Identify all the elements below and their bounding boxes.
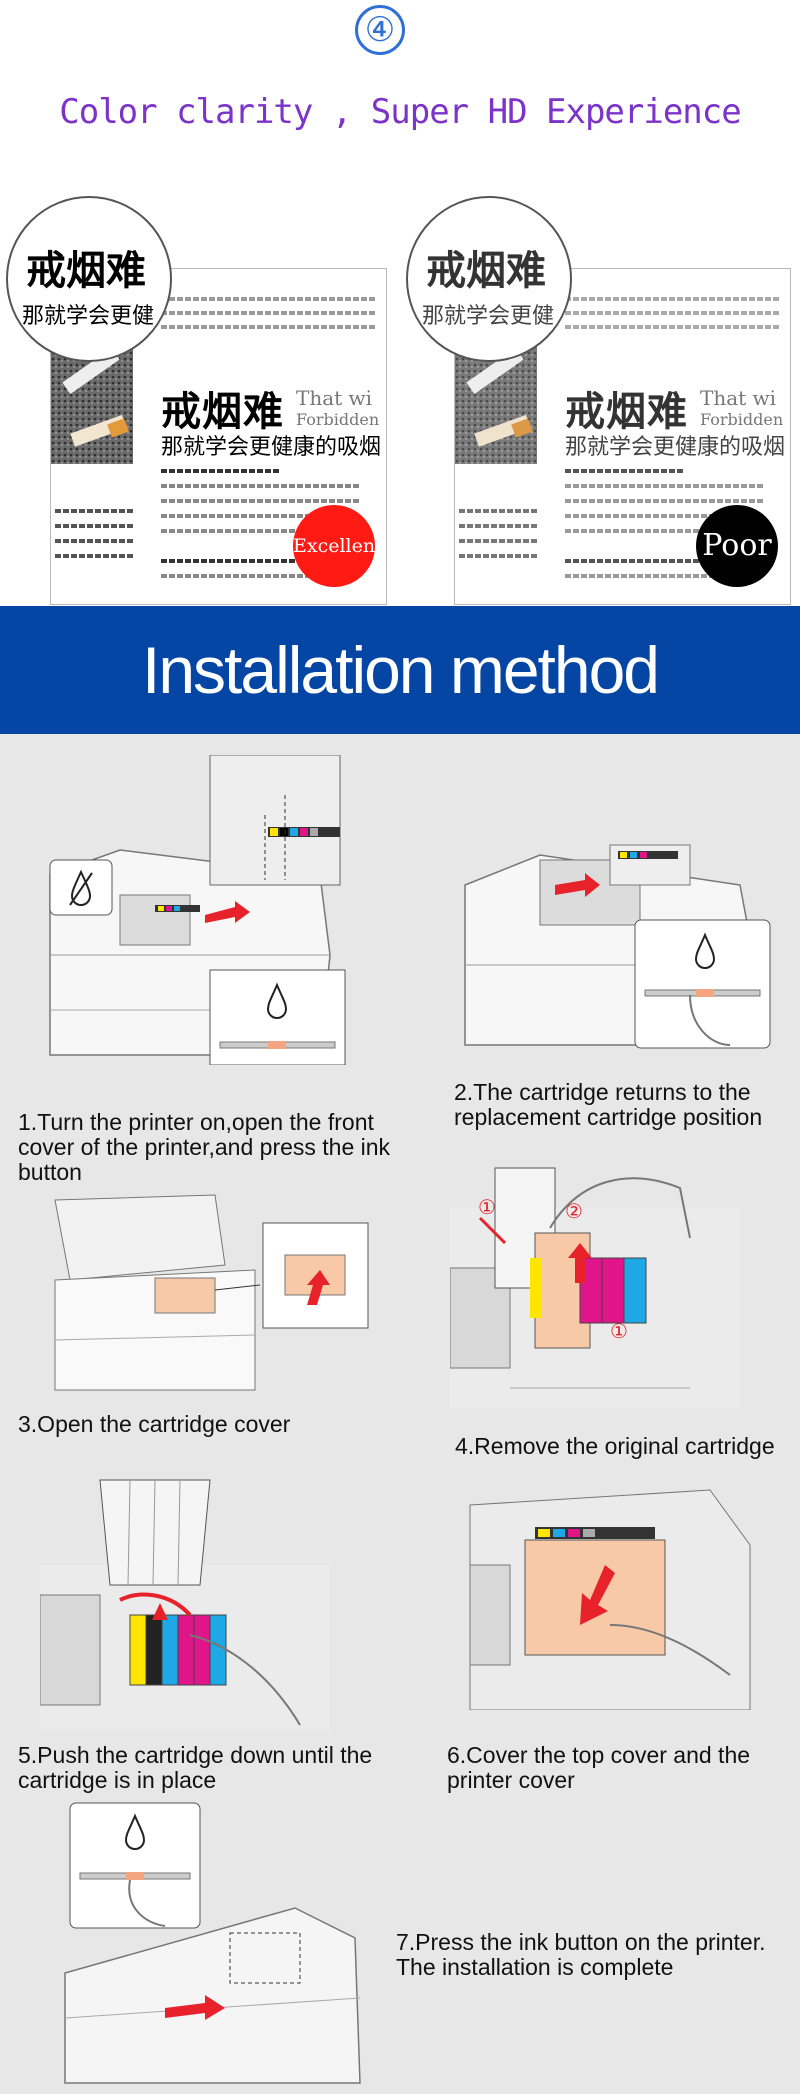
text-line: [161, 529, 311, 533]
sample-side-text-2: Forbidden: [700, 410, 784, 429]
callout-two-icon: ②: [565, 1199, 583, 1223]
circled-four-icon: ④: [355, 5, 405, 55]
callout-one-icon: ①: [610, 1319, 628, 1343]
red-arrow-icon: [165, 1995, 225, 2020]
text-line: [459, 509, 539, 513]
red-arrow-icon: [580, 1565, 615, 1625]
text-line: [565, 514, 765, 518]
step-6-caption: 6.Cover the top cover and the printer co…: [447, 1742, 751, 1793]
text-line: [161, 469, 281, 473]
text-line: [55, 509, 135, 513]
red-arrow-icon: [119, 1592, 192, 1617]
red-arrow-icon: [568, 1243, 592, 1283]
excellent-badge: Excellent: [293, 505, 383, 587]
step-2-illustration: [460, 785, 780, 1065]
step-4-illustration: ① ② ①: [450, 1148, 740, 1408]
sample-side-text-1: That wi: [700, 386, 777, 410]
step-2-caption: 2.The cartridge returns to the replaceme…: [454, 1079, 763, 1130]
text-line: [161, 499, 361, 503]
callout-one-icon: ①: [478, 1195, 496, 1219]
text-line: [161, 559, 361, 563]
sample-side-text-2: Forbidden: [296, 410, 380, 429]
ink-drop-icon: [124, 1813, 146, 1850]
red-arrow-icon: [555, 873, 600, 897]
step-3-illustration: [45, 1190, 375, 1400]
step-6-illustration: [460, 1485, 760, 1710]
magnified-headline: 戒烟难: [426, 247, 546, 294]
text-line: [565, 529, 715, 533]
text-line: [459, 554, 539, 558]
step-5-caption: 5.Push the cartridge down until the cart…: [18, 1742, 373, 1793]
step-1-illustration: [40, 755, 360, 1065]
sample-subline: 那就学会更健康的吸烟: [161, 435, 382, 460]
magnified-subline: 那就学会更健: [22, 304, 155, 329]
text-line: [565, 559, 765, 563]
text-line: [161, 311, 376, 315]
red-arrow-icon: [307, 1270, 330, 1305]
text-line: [565, 297, 780, 301]
ink-drop-icon: [266, 982, 288, 1019]
poor-badge: Poor: [696, 505, 778, 587]
sample-side-text-1: That wi: [296, 386, 373, 410]
magnifier-excellent: 戒烟难 那就学会更健: [6, 196, 172, 362]
sample-headline: 戒烟难: [565, 388, 688, 435]
text-line: [459, 539, 539, 543]
text-line: [161, 325, 376, 329]
text-line: [459, 524, 539, 528]
text-line: [161, 297, 376, 301]
text-line: [565, 325, 780, 329]
text-line: [161, 514, 361, 518]
tagline: Color clarity , Super HD Experience: [59, 92, 741, 132]
text-line: [55, 524, 135, 528]
sample-subline: 那就学会更健康的吸烟: [565, 435, 786, 460]
text-line: [565, 311, 780, 315]
banner-title: Installation method: [141, 633, 660, 707]
text-line: [565, 469, 685, 473]
step-7-caption: 7.Press the ink button on the printer. T…: [396, 1929, 766, 1980]
text-line: [55, 554, 135, 558]
step-3-caption: 3.Open the cartridge cover: [18, 1411, 291, 1437]
step-4-caption: 4.Remove the original cartridge: [455, 1433, 775, 1459]
step-1-caption: 1.Turn the printer on,open the front cov…: [18, 1109, 391, 1185]
sample-headline: 戒烟难: [161, 388, 284, 435]
step-5-illustration: [40, 1475, 330, 1730]
ink-drop-icon: [694, 932, 716, 969]
text-line: [161, 484, 361, 488]
magnified-headline: 戒烟难: [26, 247, 146, 294]
installation-banner: [0, 606, 800, 734]
text-line: [55, 539, 135, 543]
text-line: [565, 484, 765, 488]
magnifier-poor: 戒烟难 那就学会更健: [406, 196, 572, 362]
text-line: [565, 499, 765, 503]
step-7-illustration: [55, 1798, 375, 2088]
red-arrow-icon: [205, 901, 250, 923]
magnified-subline: 那就学会更健: [422, 304, 555, 329]
text-line: [161, 574, 361, 578]
text-line: [565, 574, 765, 578]
